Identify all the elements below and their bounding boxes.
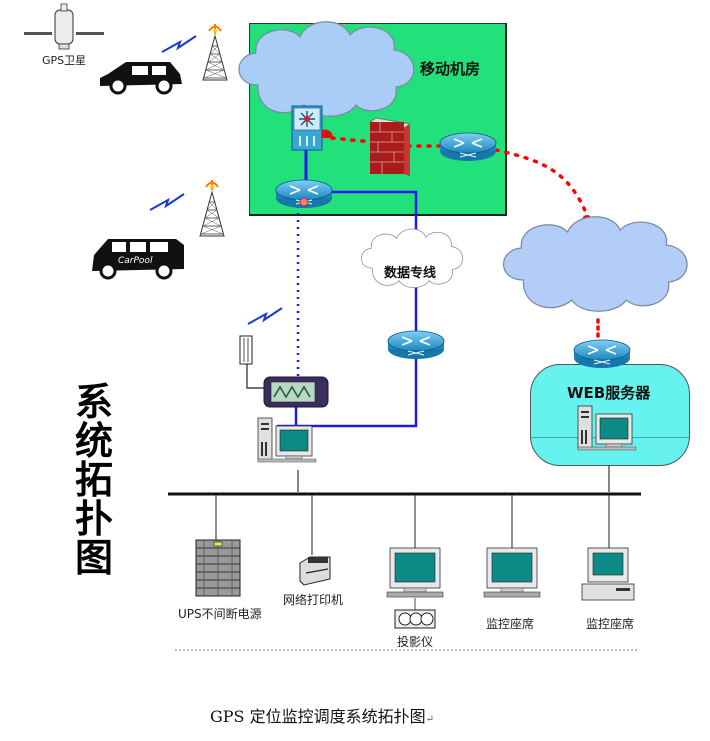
monitor-seat-2-icon	[581, 547, 635, 601]
cell-tower-icon	[202, 23, 228, 81]
title-char: 系	[74, 380, 113, 424]
title-char: 扑	[74, 497, 113, 541]
control-pc-icon	[257, 417, 317, 463]
caption-text: GPS 定位监控调度系统拓扑图	[210, 707, 426, 726]
van-icon	[92, 239, 184, 280]
leased-line-label: 数据专线	[384, 266, 437, 281]
title-char: 拓	[74, 458, 113, 502]
wireless-signal-icon	[161, 35, 197, 53]
link-router-web-cloud	[494, 148, 590, 220]
monitor-seat-2-label: 监控座席	[586, 617, 635, 631]
cell-tower-icon	[199, 179, 225, 237]
firewall-icon	[368, 117, 412, 176]
switch-icon	[291, 105, 333, 151]
wireless-gateway-icon	[263, 376, 329, 408]
mobile-room-router-icon	[439, 132, 497, 162]
projector-label: 投影仪	[397, 635, 434, 649]
internet-cloud-icon	[502, 216, 688, 312]
link-switch-firewall	[330, 136, 374, 144]
mobile-room-label: 移动机房	[420, 60, 481, 78]
antenna-icon	[239, 335, 253, 365]
car-icon	[100, 62, 182, 95]
monitor-seat-1-label: 监控座席	[486, 617, 535, 631]
leased-line-router-icon	[387, 330, 445, 360]
diagram-vertical-title: 系 统 拓 扑 图	[72, 383, 116, 578]
figure-caption: GPS 定位监控调度系统拓扑图↵	[210, 703, 434, 727]
printer-icon	[299, 556, 331, 586]
ups-label: UPS不间断电源	[178, 607, 262, 621]
link-antenna-gateway	[246, 362, 266, 389]
mobile-network-cloud-icon	[238, 21, 415, 117]
gps-satellite-icon	[24, 3, 104, 50]
monitor-seat-1-icon	[483, 547, 541, 598]
gateway-router-icon	[275, 179, 333, 209]
link-router-leased-line	[330, 190, 418, 240]
ups-icon	[195, 539, 241, 597]
van-label: CarPool	[118, 256, 153, 266]
wireless-signal-icon	[247, 307, 283, 325]
projector-station-monitor-icon	[386, 547, 444, 598]
web-server-pc-icon	[577, 405, 637, 451]
web-server-label: WEB服务器	[567, 384, 651, 402]
title-char: 统	[74, 419, 113, 463]
web-router-icon	[573, 339, 631, 369]
title-char: 图	[74, 536, 113, 580]
gps-satellite-label: GPS卫星	[42, 54, 87, 67]
paragraph-mark-icon: ↵	[425, 714, 434, 725]
projector-icon	[394, 609, 436, 629]
printer-label: 网络打印机	[283, 593, 344, 607]
wireless-signal-icon	[149, 193, 185, 211]
